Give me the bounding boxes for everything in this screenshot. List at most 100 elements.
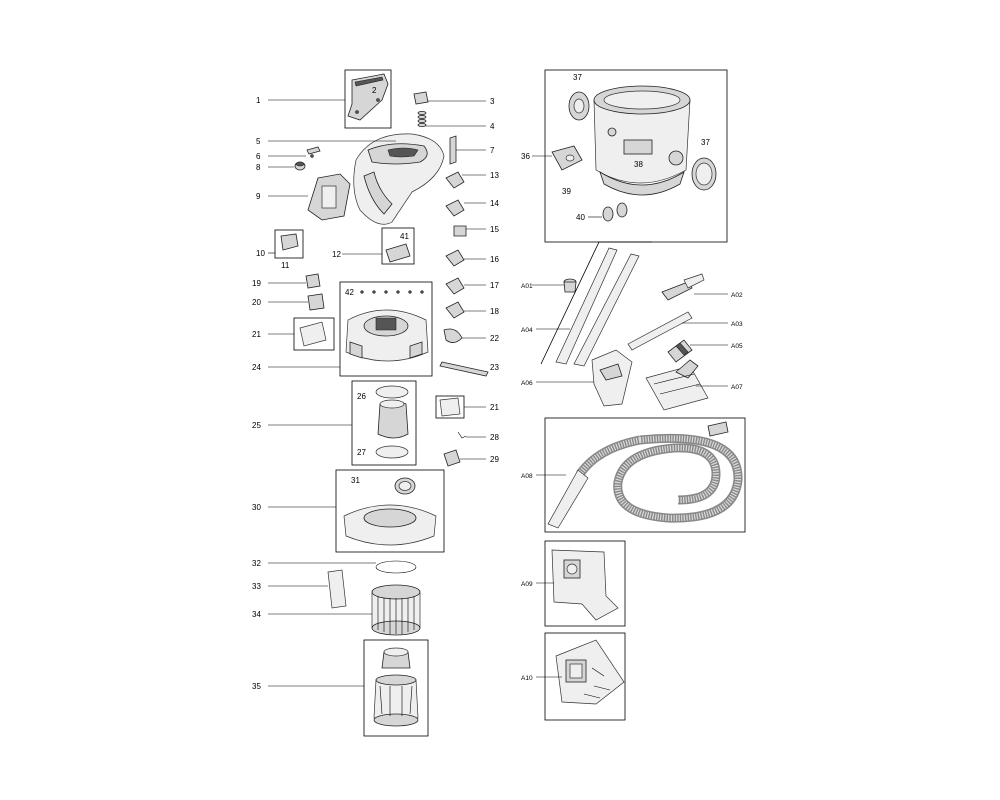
callout-40: 40 (576, 213, 585, 222)
bracket-icon (385, 243, 411, 263)
callout-35: 35 (252, 682, 261, 691)
tank-icon (593, 85, 691, 196)
motor-base-icon (343, 477, 437, 546)
reducer-icon (667, 339, 693, 363)
callout-31: 31 (351, 476, 360, 485)
callout-10: 10 (256, 249, 265, 258)
callout-A02: A02 (731, 292, 743, 299)
callout-18: 18 (490, 307, 499, 316)
motor-base-box (335, 469, 445, 553)
callout-16: 16 (490, 255, 499, 264)
motor-box (351, 380, 417, 466)
callout-37-right: 37 (701, 138, 710, 147)
callout-37-top: 37 (573, 73, 582, 82)
callout-A07: A07 (731, 384, 743, 391)
crevice-nozzle-icon (627, 311, 693, 351)
switch-cover-icon (307, 173, 351, 221)
callout-4: 4 (490, 122, 495, 131)
callout-A05: A05 (731, 343, 743, 350)
callout-15: 15 (490, 225, 499, 234)
terminal-box (274, 229, 304, 259)
callout-22: 22 (490, 334, 499, 343)
callout-14: 14 (490, 199, 499, 208)
plug-icon (445, 171, 467, 319)
switch-icon (305, 273, 321, 289)
callout-32: 32 (252, 559, 261, 568)
fleece-bag-box (544, 632, 626, 721)
capacitor-icon (307, 293, 325, 311)
castor-pair-icon (602, 202, 628, 222)
paper-bag-box (544, 540, 626, 627)
caster-icon (551, 145, 583, 171)
callout-1: 1 (256, 96, 261, 105)
tube-bracket (540, 241, 652, 365)
spring-clip-icon (457, 431, 467, 439)
callout-11: 11 (281, 261, 290, 270)
callout-29: 29 (490, 455, 499, 464)
callout-A10: A10 (521, 675, 533, 682)
callout-A06: A06 (521, 380, 533, 387)
ring-icon (375, 560, 417, 574)
callout-19: 19 (252, 279, 261, 288)
callout-20: 20 (252, 298, 261, 307)
callout-21-right: 21 (490, 403, 499, 412)
callout-33: 33 (252, 582, 261, 591)
motor-icon (375, 385, 409, 459)
cable-clamp-icon (443, 328, 463, 343)
valve-icon (443, 449, 461, 467)
clip-icon (413, 91, 429, 105)
callout-28: 28 (490, 433, 499, 442)
callout-6: 6 (256, 152, 261, 161)
screw-icon (306, 146, 321, 158)
filter-basket-icon (373, 647, 419, 727)
callout-26: 26 (357, 392, 366, 401)
callout-23: 23 (490, 363, 499, 372)
fleece-bag-icon (555, 639, 625, 705)
flap-icon (327, 569, 347, 609)
motor-head-icon (353, 133, 445, 225)
callout-38: 38 (634, 160, 643, 169)
spring-icon (417, 111, 427, 128)
filter-basket-box (363, 639, 429, 737)
callout-25: 25 (252, 421, 261, 430)
tool-holder-icon (591, 349, 633, 407)
cap-icon (294, 161, 306, 171)
electronic-board-icon-2 (439, 397, 461, 417)
callout-7: 7 (490, 146, 495, 155)
screw-row (360, 290, 424, 294)
tube-icon (555, 247, 640, 367)
callout-39: 39 (562, 187, 571, 196)
callout-A03: A03 (731, 321, 743, 328)
callout-17: 17 (490, 281, 499, 290)
brush-holder-icon (449, 135, 457, 165)
callout-21: 21 (252, 330, 261, 339)
callout-A01: A01 (521, 283, 533, 290)
callout-5: 5 (256, 137, 261, 146)
bracket-box (381, 227, 415, 265)
callout-A04: A04 (521, 327, 533, 334)
callout-3: 3 (490, 97, 495, 106)
callout-24: 24 (252, 363, 261, 372)
callout-8: 8 (256, 163, 261, 172)
callout-12: 12 (332, 250, 341, 259)
motor-housing-icon (345, 309, 429, 362)
handle-icon (347, 73, 389, 121)
callout-2: 2 (372, 86, 377, 95)
floor-nozzle-icon (645, 359, 709, 411)
electronic-board-icon (299, 321, 327, 347)
hose-icon (547, 421, 743, 529)
callout-41: 41 (400, 232, 409, 241)
paper-bag-icon (551, 549, 619, 621)
callout-A08: A08 (521, 473, 533, 480)
callout-27: 27 (357, 448, 366, 457)
terminal-icon (280, 233, 299, 251)
motor-housing-box (339, 281, 433, 377)
upholstery-nozzle-icon (661, 273, 705, 301)
adapter-icon (563, 278, 577, 293)
callout-9: 9 (256, 192, 261, 201)
callout-36: 36 (521, 152, 530, 161)
strip-icon (439, 361, 489, 377)
callout-30: 30 (252, 503, 261, 512)
wheel-icon (568, 91, 717, 191)
